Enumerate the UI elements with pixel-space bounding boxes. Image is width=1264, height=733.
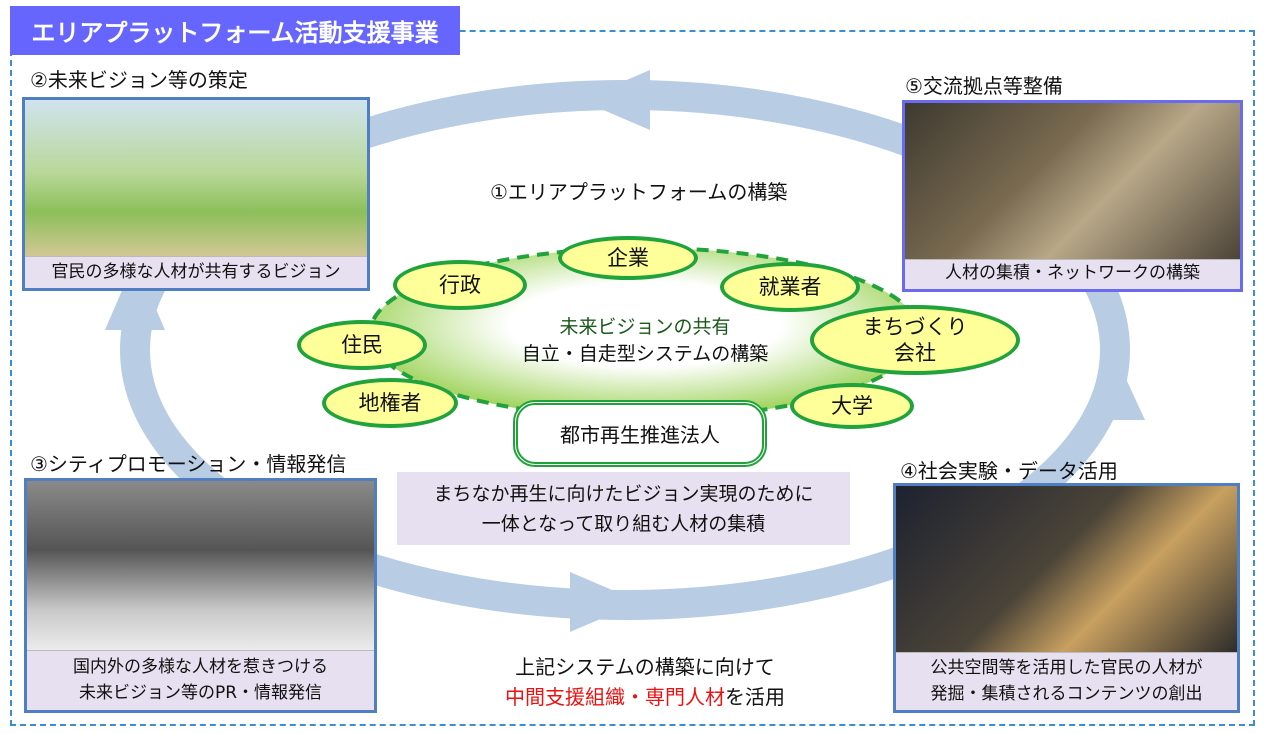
bottom-note: 上記システムの構築に向けて 中間支援組織・専門人材を活用 xyxy=(420,652,870,712)
member-residents: 住民 xyxy=(297,320,427,370)
bottom-line1: 上記システムの構築に向けて xyxy=(515,655,775,679)
dashed-frame xyxy=(10,30,1255,726)
arrow-head-left xyxy=(105,260,165,330)
hub-caption: 人材の集積・ネットワークの構築 xyxy=(905,259,1240,289)
platform-core: 未来ビジョンの共有 自立・自走型システムの構築 xyxy=(470,314,820,368)
hub-label: ⑤交流拠点等整備 xyxy=(905,74,1063,98)
page-title: エリアプラットフォーム活動支援事業 xyxy=(10,6,460,55)
vision-caption: 官民の多様な人材が共有するビジョン xyxy=(25,256,367,288)
promo-caption: 国内外の多様な人材を惹きつける 未来ビジョン等のPR・情報発信 xyxy=(27,650,374,710)
promo-photo xyxy=(27,481,374,653)
member-company: 企業 xyxy=(558,236,698,280)
goal-line1: まちなか再生に向けたビジョン実現のために xyxy=(433,483,814,505)
promo-label: ③シティプロモーション・情報発信 xyxy=(30,452,347,476)
vision-illustration xyxy=(25,100,367,260)
vision-label: ②未来ビジョン等の策定 xyxy=(30,68,248,92)
platform-heading: ①エリアプラットフォームの構築 xyxy=(490,180,788,204)
promo-caption-line1: 国内外の多様な人材を惹きつける xyxy=(73,657,328,677)
member-town-company: まちづくり 会社 xyxy=(810,305,1020,375)
arrow-head-top xyxy=(580,70,650,130)
experiment-caption-line1: 公共空間等を活用した官民の人材が xyxy=(930,658,1203,678)
hub-panel: 人材の集積・ネットワークの構築 xyxy=(902,100,1243,292)
bottom-highlight: 中間支援組織・専門人材 xyxy=(505,685,725,709)
hub-photo xyxy=(905,103,1240,263)
core-line1: 未来ビジョンの共有 xyxy=(559,316,731,338)
core-line2: 自立・自走型システムの構築 xyxy=(521,343,769,365)
member-workers: 就業者 xyxy=(720,262,860,312)
promo-panel: 国内外の多様な人材を惹きつける 未来ビジョン等のPR・情報発信 xyxy=(24,478,377,713)
bottom-suffix: を活用 xyxy=(725,685,785,709)
promo-caption-line2: 未来ビジョン等のPR・情報発信 xyxy=(78,683,323,703)
experiment-caption: 公共空間等を活用した官民の人材が 発掘・集積されるコンテンツの創出 xyxy=(896,652,1237,710)
experiment-label: ④社会実験・データ活用 xyxy=(900,459,1118,483)
member-government: 行政 xyxy=(393,260,527,310)
arrow-head-right xyxy=(1085,355,1145,420)
vision-panel: 官民の多様な人材が共有するビジョン xyxy=(22,97,370,291)
experiment-panel: 公共空間等を活用した官民の人材が 発掘・集積されるコンテンツの創出 xyxy=(893,483,1240,713)
urban-regeneration-corp: 都市再生推進法人 xyxy=(513,400,767,467)
experiment-caption-line2: 発掘・集積されるコンテンツの創出 xyxy=(930,684,1203,704)
experiment-photo xyxy=(896,486,1237,656)
goal-box: まちなか再生に向けたビジョン実現のために 一体となって取り組む人材の集積 xyxy=(397,472,850,545)
member-university: 大学 xyxy=(790,383,914,429)
goal-line2: 一体となって取り組む人材の集積 xyxy=(481,513,766,535)
arrow-head-bottom xyxy=(570,572,640,632)
member-landowners: 地権者 xyxy=(322,378,458,428)
